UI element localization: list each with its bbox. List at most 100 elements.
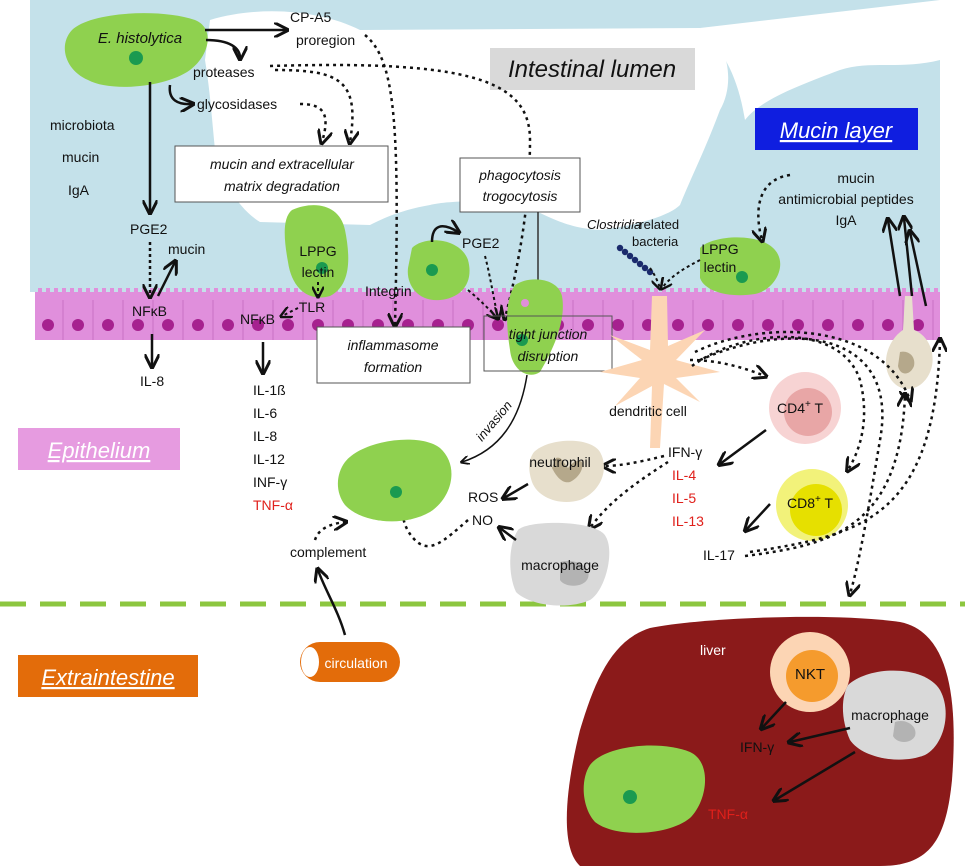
lppg-to-dendrite — [662, 259, 701, 288]
microvillus — [62, 288, 66, 294]
macrophage-to-tnf — [775, 750, 856, 800]
cytokine-left: INF-γ — [253, 474, 287, 490]
liver-macrophage-nucleus — [893, 720, 916, 742]
inflammasome-line2: formation — [364, 359, 423, 375]
ifn-to-macrophage — [590, 460, 669, 528]
il17-to-goblet-2 — [749, 340, 940, 554]
epithelium-cell-nucleus — [702, 319, 714, 331]
cytokine-left: IL-1ß — [253, 382, 286, 398]
liver-macrophage — [842, 670, 946, 760]
microvillus — [638, 288, 642, 294]
microvillus — [278, 288, 282, 294]
microvillus — [686, 288, 690, 294]
cytokine-left: IL-12 — [253, 451, 285, 467]
lumen-label: Intestinal lumen — [508, 56, 676, 83]
bacteria-label: bacteria — [632, 234, 679, 249]
neutrophil-nucleus — [552, 457, 583, 483]
microvillus — [182, 288, 186, 294]
microvillus — [614, 288, 618, 294]
lumen-white-right — [700, 0, 940, 120]
microvillus — [174, 288, 178, 294]
microvillus — [110, 288, 114, 294]
goblet-secretion-arrow — [888, 220, 902, 297]
epithelium-cell-nucleus — [222, 319, 234, 331]
microvillus — [814, 288, 818, 294]
microvillus — [606, 288, 610, 294]
il5-label: IL-5 — [672, 490, 696, 506]
microvillus — [838, 288, 842, 294]
microvillus — [790, 288, 794, 294]
liver-ifn-label: IFN-γ — [740, 739, 774, 755]
microvillus — [294, 288, 298, 294]
microvillus — [206, 288, 210, 294]
epithelium-cell-nucleus — [252, 319, 264, 331]
microvillus — [798, 288, 802, 294]
ifn-to-neutrophil — [604, 454, 665, 466]
neutrophil-label: neutrophil — [529, 454, 591, 470]
microvillus — [78, 288, 82, 294]
microvillus — [262, 288, 266, 294]
macrophage-to-no — [500, 528, 517, 540]
microvillus — [766, 288, 770, 294]
dc-to-goblet — [694, 330, 910, 400]
microvillus — [118, 288, 122, 294]
tissue-amoeba — [337, 439, 452, 522]
tj-line2: disruption — [518, 348, 579, 364]
epithelium-cell-nucleus — [492, 319, 504, 331]
microvillus — [214, 288, 218, 294]
microvillus — [270, 288, 274, 294]
liver-tnf-label: TNF-α — [708, 806, 748, 822]
macrophage-cell — [510, 522, 610, 606]
microvillus — [582, 288, 586, 294]
phagocytosis-box — [459, 157, 581, 213]
complement-label: complement — [290, 544, 366, 560]
cd4-label: CD4+ T — [777, 399, 823, 416]
microvillus — [350, 288, 354, 294]
liver-label: liver — [700, 642, 726, 658]
microvillus — [918, 288, 922, 294]
cd8-label: CD8+ T — [787, 494, 833, 511]
epithelium-cell-nucleus — [882, 319, 894, 331]
microvillus — [366, 288, 370, 294]
proregion-to-integrin — [364, 34, 397, 325]
cd4-to-cytokines — [720, 428, 767, 464]
epithelium-cell-nucleus — [762, 319, 774, 331]
cytokine-left: IL-6 — [253, 405, 277, 421]
microvillus — [190, 288, 194, 294]
goblet-cell-nucleus — [898, 351, 915, 374]
nkt-cell-nucleus — [786, 650, 838, 702]
cp-a5-label: CP-A5 — [290, 9, 331, 25]
dendritic-label: dendritic cell — [609, 403, 687, 419]
epithelium-cell-nucleus — [852, 319, 864, 331]
cd8-to-il17 — [746, 503, 771, 530]
microvillus — [782, 288, 786, 294]
cd8-t-cell-nucleus — [790, 484, 842, 536]
il4-label: IL-4 — [672, 467, 696, 483]
microvillus — [646, 288, 650, 294]
amoeba-nucleus — [516, 334, 528, 346]
microvillus — [862, 288, 866, 294]
epithelium-cell-nucleus — [912, 319, 924, 331]
microvillus — [902, 288, 906, 294]
microvillus — [462, 288, 466, 294]
degradation-line2: matrix degradation — [224, 178, 340, 194]
microvillus — [478, 288, 482, 294]
arrow-to-proteases — [205, 38, 240, 58]
dc-to-cd8 — [691, 335, 866, 470]
il8-left-label: IL-8 — [140, 373, 164, 389]
microvillus — [54, 288, 58, 294]
microvillus — [678, 288, 682, 294]
epithelium-cell-nucleus — [132, 319, 144, 331]
microvillus — [774, 288, 778, 294]
circulation-vessel — [300, 642, 400, 682]
pge2-left-label: PGE2 — [130, 221, 168, 237]
mucin-layer-label-box — [755, 108, 918, 150]
microvillus — [662, 288, 666, 294]
lppg-right-label-2: lectin — [704, 259, 737, 275]
invading-amoeba-vesicle — [521, 299, 529, 307]
phagocytosis-line1: phagocytosis — [478, 167, 561, 183]
microvillus — [670, 288, 674, 294]
iga-right-label: IgA — [835, 212, 857, 228]
pge2-mid-label: PGE2 — [462, 235, 500, 251]
macrophage-to-ifn — [790, 726, 851, 742]
